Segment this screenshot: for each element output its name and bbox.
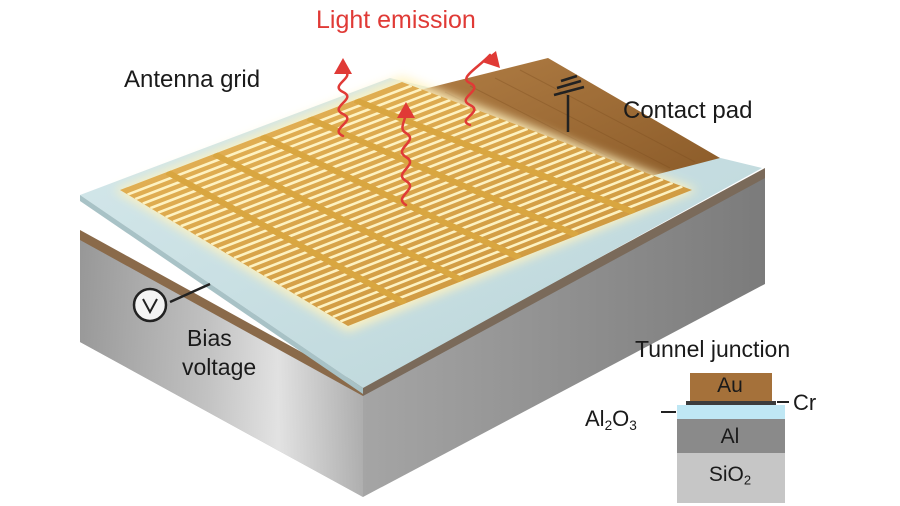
cr-layer-label: Cr (793, 390, 816, 416)
voltmeter-icon (134, 289, 166, 321)
al-layer-label: Al (677, 425, 783, 449)
contact-pad-label: Contact pad (623, 97, 752, 125)
bias-label-line2: voltage (182, 353, 256, 382)
al2o3-base: Al (585, 406, 605, 431)
al2o3-layer-label: Al2O3 (585, 406, 637, 433)
al2o3-sub2: 3 (629, 418, 637, 433)
sio2-base: SiO (709, 463, 744, 486)
bias-label-line1: Bias (187, 324, 256, 353)
al2o3-sub1: 2 (605, 418, 613, 433)
emission-arrowhead-left (334, 58, 352, 74)
sio2-sub: 2 (744, 473, 751, 488)
light-emission-label: Light emission (316, 6, 476, 35)
al2o3-mid: O (612, 406, 629, 431)
sio2-layer-label: SiO2 (677, 463, 783, 488)
antenna-grid-label: Antenna grid (124, 66, 260, 94)
au-layer-label: Au (690, 374, 770, 398)
stack-cr-layer (686, 401, 776, 405)
bias-voltage-label: Bias voltage (187, 324, 256, 382)
tunnel-junction-label: Tunnel junction (635, 336, 790, 363)
stack-al2o3-layer (677, 405, 785, 419)
